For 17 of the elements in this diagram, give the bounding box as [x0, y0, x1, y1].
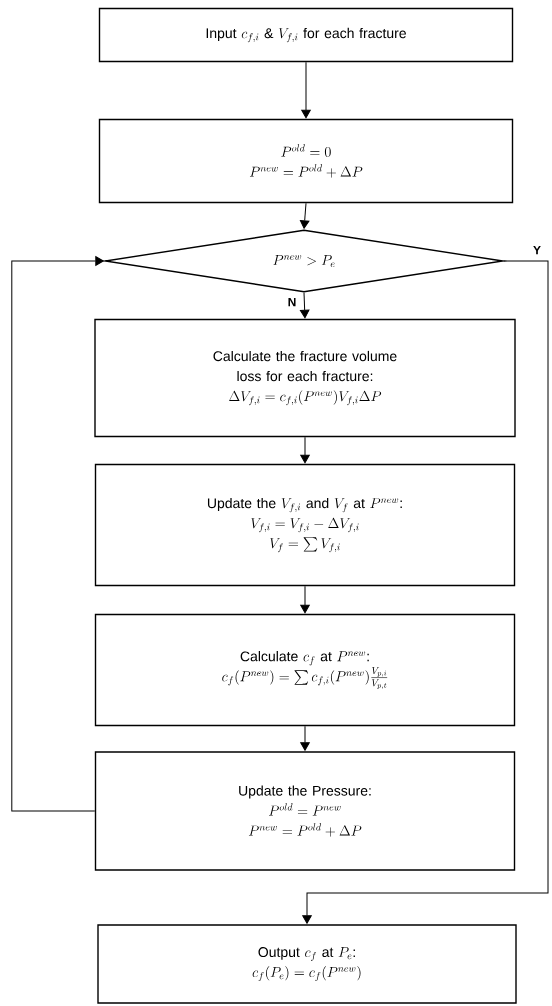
arrow: [299, 202, 310, 229]
process-box: $\text{Calculate } c_f \text{ at } P^{new}\text{:}$ $c_f(P^{new}) = \sum c_{f,i}(P^{new}) \frac{V_{p,i}}{V_{p,t}}$: [94, 613, 516, 727]
arrow: [301, 61, 311, 119]
edge-label: N: [286, 296, 298, 308]
arrow: [300, 436, 310, 464]
process-box: $P^{old} = 0$ $P^{new} = P^{old} + \Delta P$: [98, 118, 514, 204]
process-box: $\text{Output } c_f \text{ at } P_e\text{:}$ $c_f(P_e) = c_f(P^{new})$: [97, 924, 517, 1004]
process-box: $\text{Update the Pressure:}$ $P^{old} = P^{new}$ $P^{new} = P^{old} + \Delta P$: [94, 751, 516, 871]
arrow: [300, 585, 310, 614]
process-box: $\text{Calculate the fracture volume}$ $\text{loss for each fracture:}$ $\Delta V_{f,i} = c_{f,i}(P^{new}) V_{f,i} \Delta P$: [94, 318, 516, 438]
process-box: $\text{Input } c_{f,i} \text{ \& } V_{f,i} \text{ for each fracture}$: [98, 7, 514, 63]
arrow: [302, 260, 549, 924]
process-box: $\text{Update the } V_{f,i} \text{ and } V_f \text{ at } P^{new}\text{:}$ $V_{f,i} = V_{f,i} - \Delta V_{f,i}$ $V_f = \sum V_{f,i}$: [94, 463, 516, 587]
edge-label: Y: [532, 244, 542, 256]
arrow: [299, 292, 310, 319]
arrow: [11, 256, 104, 812]
arrow: [300, 725, 310, 751]
